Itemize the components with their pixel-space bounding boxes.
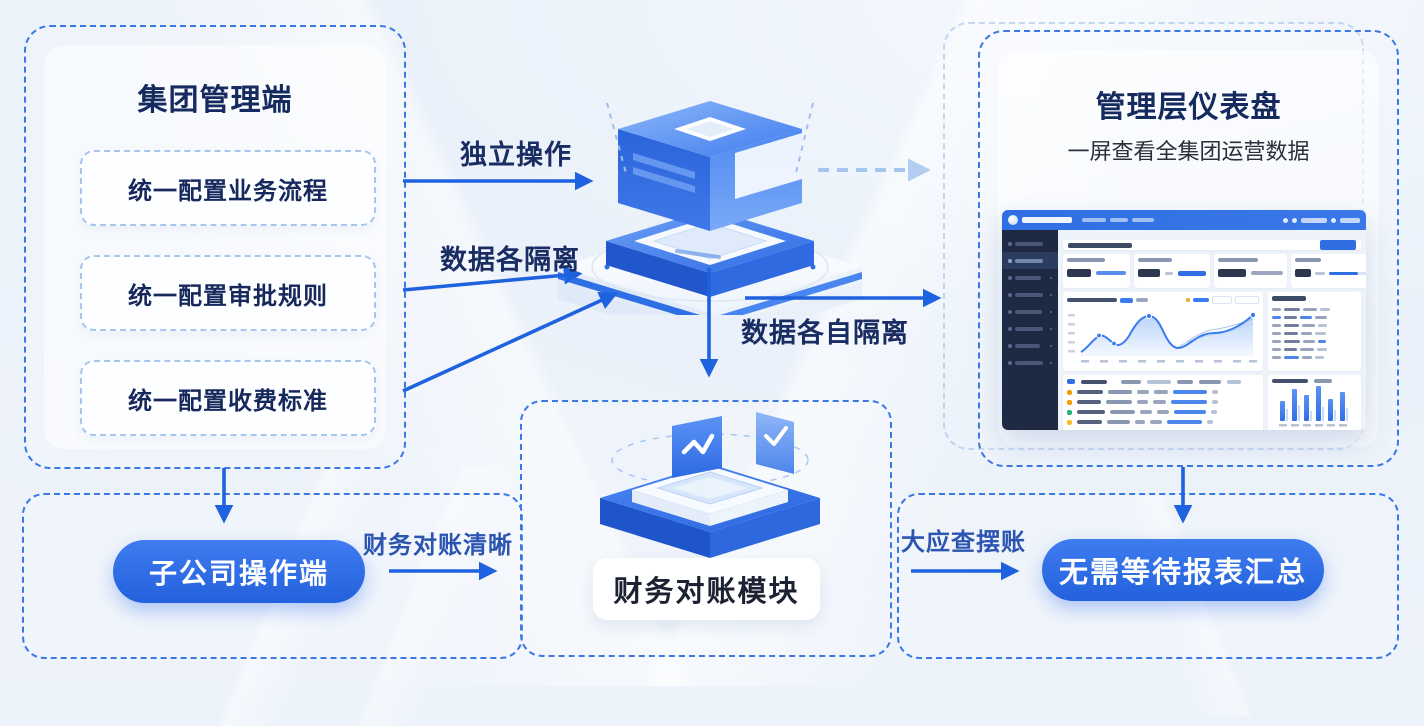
dashboard-subtitle: 一屏查看全集团运营数据	[1067, 139, 1310, 164]
dashboard-topbar	[1002, 210, 1366, 230]
dashboard-brand	[1022, 217, 1072, 223]
dashboard-topbar-icon	[1283, 217, 1288, 223]
report-pill-button[interactable]: 无需等待报表汇总	[1042, 539, 1324, 601]
dashboard-title: 管理层仪表盘	[1095, 91, 1282, 124]
label-data-self-isolation: 数据各自隔离	[741, 318, 909, 348]
dashboard-line-chart-card	[1063, 292, 1263, 371]
dashboard-screenshot	[1002, 210, 1366, 430]
dashboard-nav-item	[1110, 218, 1128, 222]
dashboard-stat-card	[1134, 254, 1210, 288]
dashboard-table-card	[1063, 375, 1263, 430]
dashboard-sidebar-item	[1002, 303, 1058, 320]
dashboard-topbar-user	[1340, 217, 1360, 223]
dashboard-logo-icon	[1008, 215, 1018, 225]
subsidiary-pill-button[interactable]: 子公司操作端	[113, 540, 365, 603]
dashboard-nav-item	[1132, 218, 1154, 222]
dashboard-stat-row	[1063, 254, 1366, 288]
dashboard-topbar-icon	[1331, 217, 1336, 223]
dashboard-panel: 管理层仪表盘 一屏查看全集团运营数据	[978, 30, 1399, 467]
dashboard-topbar-icon	[1292, 217, 1297, 223]
group-item-business-flow: 统一配置业务流程	[80, 150, 376, 226]
dashboard-line-chart	[1068, 311, 1257, 363]
dashboard-mid-row	[1063, 292, 1361, 371]
dashboard-stat-card	[1063, 254, 1130, 288]
label-clear-reconciliation: 财务对账清晰	[363, 532, 513, 559]
dashboard-bottom-row	[1063, 375, 1361, 430]
dashboard-stat-card	[1291, 254, 1366, 288]
dashboard-stat-card	[1214, 254, 1287, 288]
platform-cube-3d-icon	[558, 101, 862, 315]
arrow-fee-to-cube	[402, 291, 619, 393]
dashboard-content	[1058, 230, 1366, 430]
dashboard-sidebar-item	[1002, 269, 1058, 286]
dashboard-sidebar-item	[1002, 286, 1058, 303]
group-admin-panel: 集团管理端 统一配置业务流程 统一配置审批规则 统一配置收费标准	[24, 25, 406, 469]
dashboard-sidebar-item	[1002, 337, 1058, 354]
dashboard-sidebar-item	[1002, 354, 1058, 371]
dashboard-rank-table-card	[1268, 292, 1361, 371]
group-admin-title: 集团管理端	[137, 84, 293, 117]
dashboard-sidebar-item-active	[1002, 252, 1058, 269]
dashboard-primary-button	[1320, 240, 1356, 250]
label-data-isolation: 数据各隔离	[440, 245, 580, 275]
label-audit-anytime: 大应查摆账	[901, 529, 1026, 556]
group-item-fee-standard: 统一配置收费标准	[80, 360, 376, 436]
dashboard-sidebar	[1002, 230, 1058, 430]
dashboard-toolbar	[1063, 240, 1361, 250]
dashboard-nav-item	[1082, 218, 1106, 222]
label-independent-operation: 独立操作	[460, 140, 572, 170]
finance-module-label: 财务对账模块	[593, 558, 820, 620]
dashboard-bar-chart	[1279, 386, 1348, 427]
dashboard-sidebar-item	[1002, 320, 1058, 337]
group-item-approval-rules: 统一配置审批规则	[80, 255, 376, 331]
dashboard-bar-chart-card	[1268, 375, 1361, 430]
dashboard-topbar-user	[1301, 217, 1327, 223]
dashboard-sidebar-item	[1002, 235, 1058, 252]
